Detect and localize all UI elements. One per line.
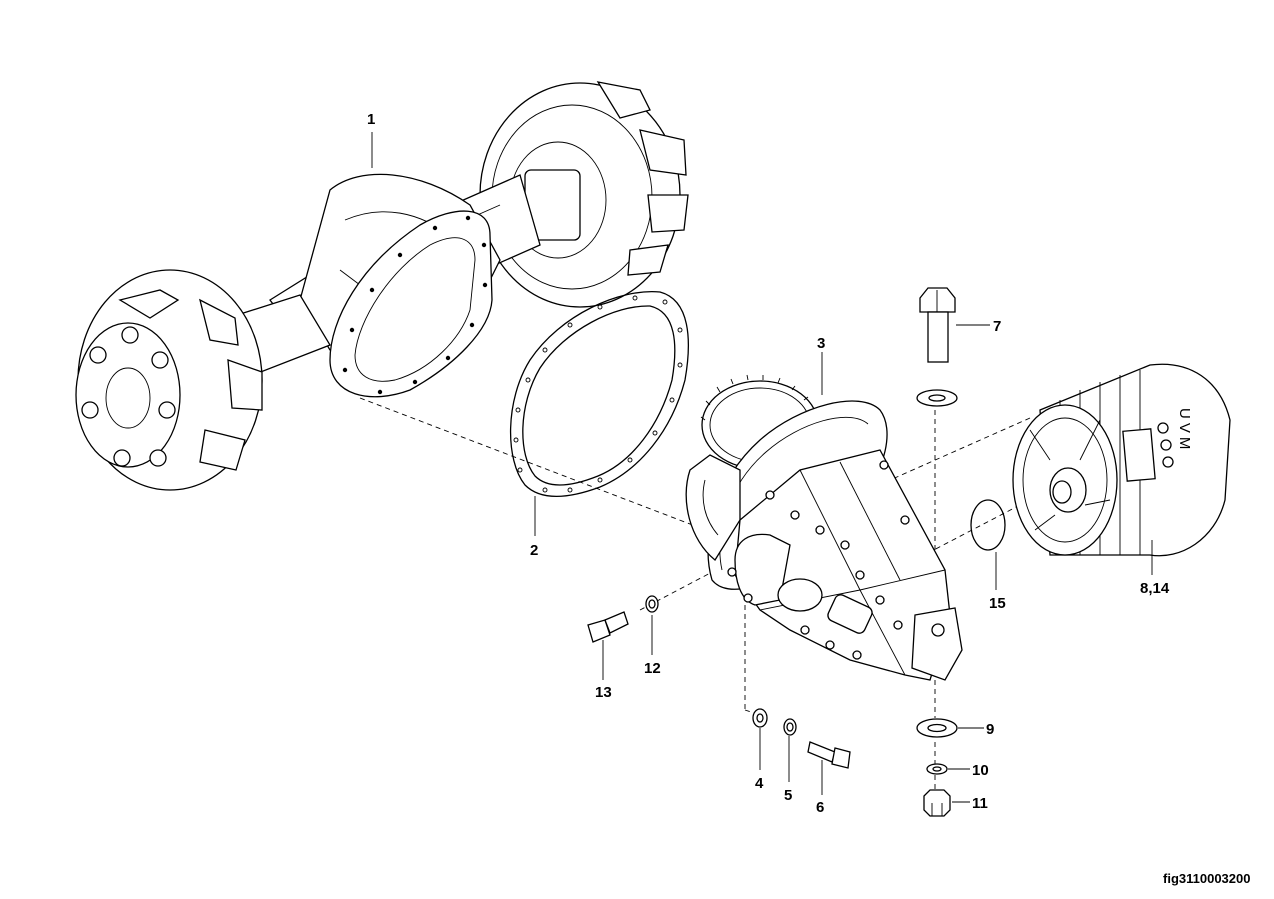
callout-labels: 1 2 3 4 5 6 7 8,14 9 10 11 12 13 15: [367, 111, 1170, 816]
washer-12: [645, 595, 659, 613]
callout-7: 7: [993, 318, 1001, 335]
callout-11: 11: [972, 795, 988, 812]
washer-top: [916, 389, 958, 407]
washer-4: [752, 708, 768, 728]
motor-brand-badge: UVM: [1176, 408, 1193, 453]
gasket: [509, 290, 689, 498]
leader-lines: [371, 132, 1153, 803]
callout-1: 1: [367, 111, 375, 128]
callout-2: 2: [530, 542, 538, 559]
callout-6: 6: [816, 799, 824, 816]
callout-9: 9: [986, 721, 994, 738]
washer-5: [783, 718, 797, 736]
motor-connectors: [1157, 422, 1174, 468]
bolt-7: [919, 287, 956, 363]
gearbox-bolts: [727, 460, 910, 660]
gasket-holes: [513, 295, 683, 493]
callout-10: 10: [972, 762, 989, 779]
bolt-13: [587, 611, 629, 643]
callout-13: 13: [595, 684, 612, 701]
callout-4: 4: [755, 775, 764, 792]
o-ring: [970, 499, 1006, 551]
callout-3: 3: [817, 335, 825, 352]
callout-12: 12: [644, 660, 661, 677]
figure-id: fig3110003200: [1163, 871, 1250, 886]
gearbox: [685, 374, 963, 681]
callout-8-14: 8,14: [1140, 580, 1170, 597]
callout-15: 15: [989, 595, 1006, 612]
washer-10: [926, 763, 948, 775]
callout-5: 5: [784, 787, 792, 804]
flange-bolt-holes: [342, 215, 488, 395]
washer-9: [916, 718, 958, 738]
axle-housing: [75, 81, 689, 491]
electric-motor: UVM: [1012, 363, 1231, 557]
wheel-studs: [81, 326, 176, 467]
castle-nut-11: [923, 789, 951, 817]
bolt-6: [807, 741, 851, 769]
